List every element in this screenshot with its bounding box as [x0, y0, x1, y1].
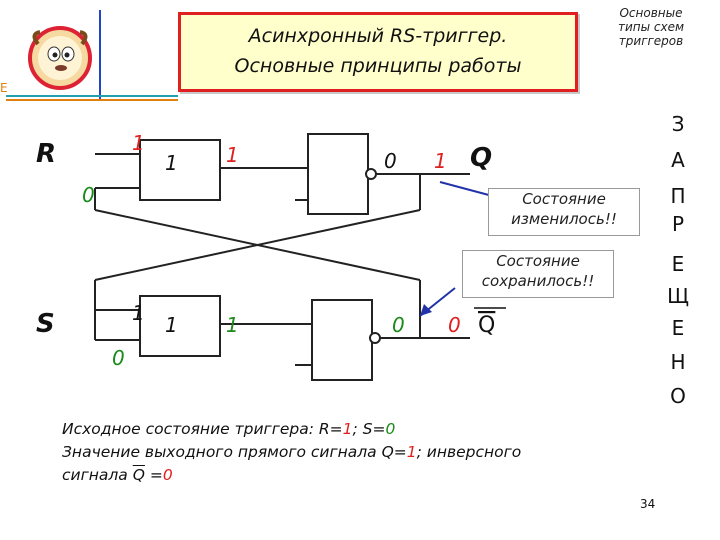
- gate-2: [139, 295, 221, 357]
- logo: [22, 24, 104, 94]
- vertical-word-letter[interactable]: Щ: [667, 284, 689, 308]
- label-q: Q: [470, 143, 492, 173]
- note-changed: Состояние изменилось!!: [488, 188, 640, 236]
- gate-3: [307, 133, 369, 215]
- bottom-line-1: Исходное состояние триггера: R=1; S=0: [62, 420, 396, 438]
- vertical-word-letter[interactable]: Н: [670, 350, 686, 374]
- circuit-diagram: R S Q Q 1 0 1 1 0 1 1 0 1 1 0 0: [36, 131, 506, 381]
- gate-2-label: 1: [165, 313, 178, 337]
- vertical-word-letter[interactable]: Е: [671, 252, 685, 276]
- bottom-line-2: Значение выходного прямого сигнала Q=1; …: [62, 443, 522, 461]
- vertical-word-letter[interactable]: З: [671, 112, 685, 136]
- cross-wire-2: [94, 209, 421, 281]
- vertical-word-letter[interactable]: Р: [671, 212, 685, 236]
- label-qbar: Q: [478, 313, 495, 338]
- value-gate2-out: 1: [226, 313, 239, 337]
- nav-link-trigger-types[interactable]: Основные типы схем триггеров: [590, 6, 712, 48]
- nav-link-line-2: типы схем: [617, 20, 685, 34]
- gate-1-label: 1: [165, 151, 178, 175]
- value-r-bottom: 0: [82, 183, 95, 207]
- title-box: Асинхронный RS-триггер. Основные принцип…: [178, 12, 578, 92]
- bottom-line-3: сигнала Q =0: [62, 466, 173, 484]
- note-kept: Состояние сохранилось!!: [462, 250, 614, 298]
- vertical-word-letter[interactable]: А: [671, 148, 685, 172]
- value-qbar: 0: [448, 313, 461, 337]
- nav-link-line-1: Основные: [619, 6, 683, 20]
- title-line-1: Асинхронный RS-триггер.: [248, 25, 508, 47]
- vertical-word-letter[interactable]: Е: [671, 316, 685, 340]
- inverter-bubble-bottom: [369, 332, 381, 344]
- value-gate1-out: 1: [226, 143, 239, 167]
- decor-lines: Е: [0, 10, 178, 101]
- inverter-bubble-top: [365, 168, 377, 180]
- svg-text:Е: Е: [0, 81, 8, 95]
- gate-4: [311, 299, 373, 381]
- value-s-top: 1: [132, 301, 145, 325]
- label-s: S: [36, 309, 55, 339]
- value-q: 1: [434, 149, 447, 173]
- label-r: R: [36, 139, 56, 169]
- vertical-word-letter[interactable]: О: [670, 384, 686, 408]
- value-s-bottom: 0: [112, 346, 125, 370]
- value-gate3-out: 0: [384, 149, 397, 173]
- nav-link-line-3: триггеров: [618, 34, 684, 48]
- title-line-2: Основные принципы работы: [234, 55, 522, 77]
- value-gate4-out: 0: [392, 313, 405, 337]
- vertical-word-letter[interactable]: П: [670, 184, 686, 208]
- value-r-top: 1: [132, 131, 145, 155]
- gate-1: [139, 139, 221, 201]
- page-number: 34: [640, 497, 656, 511]
